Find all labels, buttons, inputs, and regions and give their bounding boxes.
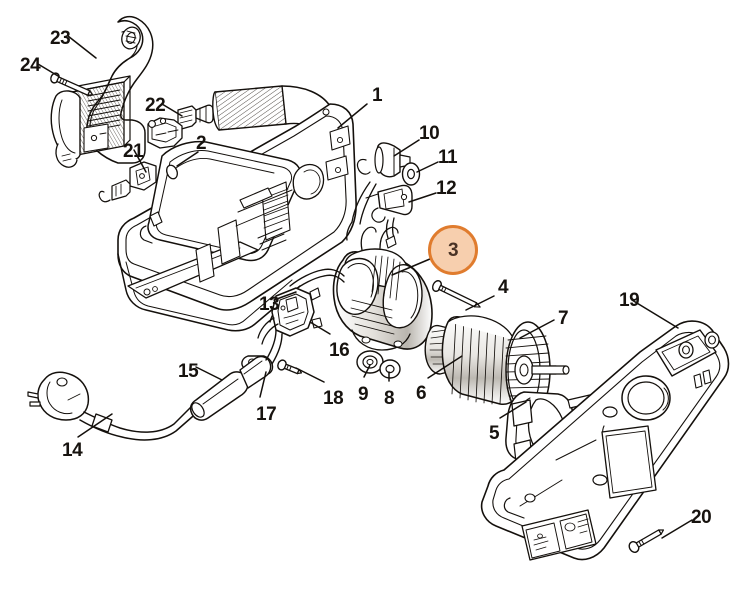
part-16-switch-block <box>257 287 323 345</box>
part-23-rear-handle <box>50 15 154 168</box>
callout-label-7[interactable]: 7 <box>558 308 569 329</box>
callout-label-13[interactable]: 13 <box>259 294 280 315</box>
callout-label-22[interactable]: 22 <box>145 95 166 116</box>
part-3-stator-field-coil <box>332 226 433 351</box>
callout-label-11[interactable]: 11 <box>438 147 458 168</box>
callout-label-12[interactable]: 12 <box>436 178 457 199</box>
part-8-washer-small <box>379 359 401 379</box>
callout-label-14[interactable]: 14 <box>62 440 83 461</box>
part-4-screw-long <box>431 280 481 308</box>
part-18-clamp-screw <box>277 359 303 375</box>
part-9-ball-bearing <box>356 350 384 374</box>
part-11-washer <box>401 162 421 186</box>
callout-label-16[interactable]: 16 <box>329 340 350 361</box>
callout-label-24[interactable]: 24 <box>20 55 41 76</box>
highlight-part-number: 3 <box>448 240 459 261</box>
part-21-contact-terminal <box>98 117 183 203</box>
callout-label-4[interactable]: 4 <box>498 277 509 298</box>
highlight-circle-part-3[interactable] <box>428 225 478 275</box>
part-7-gear-wheel <box>505 321 570 419</box>
part-22-brush-spring <box>177 104 214 131</box>
part-6-armature-rotor <box>424 315 557 405</box>
callout-label-10[interactable]: 10 <box>419 123 440 144</box>
part-1-motor-housing <box>117 85 357 332</box>
callout-leader-lines <box>37 35 693 539</box>
callout-label-6[interactable]: 6 <box>416 383 427 404</box>
part-12-capacitor <box>365 184 413 223</box>
callout-label-21[interactable]: 21 <box>123 141 144 162</box>
callout-label-9[interactable]: 9 <box>358 384 369 405</box>
part-14-power-cord <box>27 371 201 441</box>
callout-label-2[interactable]: 2 <box>196 133 207 154</box>
callout-label-23[interactable]: 23 <box>50 28 71 49</box>
callout-label-5[interactable]: 5 <box>489 423 500 444</box>
callout-label-18[interactable]: 18 <box>323 388 344 409</box>
callout-label-1[interactable]: 1 <box>372 85 383 106</box>
callout-label-17[interactable]: 17 <box>256 404 277 425</box>
callout-label-19[interactable]: 19 <box>619 290 640 311</box>
part-2-grommet <box>166 164 178 180</box>
part-19-chain-bar-housing <box>480 320 730 561</box>
callout-label-8[interactable]: 8 <box>384 388 395 409</box>
callout-label-20[interactable]: 20 <box>691 507 712 528</box>
part-20-housing-screw <box>628 529 665 553</box>
callout-label-15[interactable]: 15 <box>178 361 199 382</box>
